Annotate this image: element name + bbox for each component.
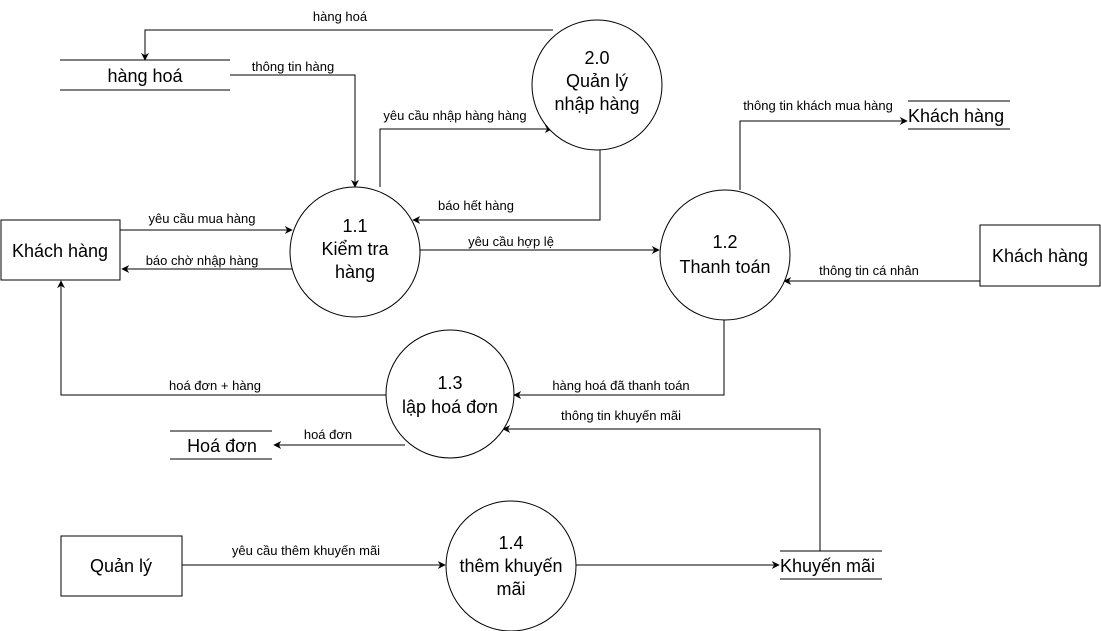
flow-goods-info (230, 74, 359, 188)
flow-label-personal-info: thông tin cá nhân (819, 263, 919, 278)
flow-label-purchase-request: yêu cầu mua hàng (149, 211, 256, 226)
process-1-1-number: 1.1 (342, 216, 367, 236)
flow-label-out-of-stock: báo hết hàng (438, 198, 514, 213)
entity-customer-right: Khách hàng (979, 224, 1101, 287)
flow-buyer-info (739, 117, 908, 190)
process-1-3: 1.3 lập hoá đơn (385, 329, 515, 459)
flow-label-goods-info: thông tin hàng (252, 59, 334, 74)
process-1-1: 1.1 Kiểm tra hàng (289, 186, 421, 318)
store-goods-label: hàng hoá (107, 66, 183, 86)
process-1-1-name-line1: Kiểm tra (321, 239, 389, 259)
flow-paid-goods (513, 318, 725, 399)
store-customer: Khách hàng (908, 100, 1010, 130)
flow-label-buyer-info: thông tin khách mua hàng (743, 98, 893, 113)
process-2-0-name-line1: Quản lý (566, 71, 628, 91)
process-2-0: 2.0 Quản lý nhập hàng (531, 19, 663, 151)
flow-label-invoice-goods: hoá đơn + hàng (169, 378, 261, 393)
flow-label-add-promotion-request: yêu cầu thêm khuyến mãi (232, 543, 380, 558)
process-1-4-name-line2: mãi (496, 579, 525, 599)
process-2-0-name-line2: nhập hàng (554, 94, 639, 114)
flow-label-invoice: hoá đơn (304, 427, 352, 442)
process-1-4: 1.4 thêm khuyến mãi (445, 500, 577, 631)
process-1-2-number: 1.2 (712, 232, 737, 252)
entity-manager-label: Quản lý (90, 556, 152, 576)
flow-label-promotion-info: thông tin khuyến mãi (561, 408, 681, 423)
process-2-0-number: 2.0 (584, 48, 609, 68)
process-1-2-name-line1: Thanh toán (679, 257, 770, 277)
flow-goods-from-p20 (141, 29, 553, 61)
flow-import-request (379, 125, 553, 187)
entity-manager: Quản lý (60, 535, 183, 597)
store-customer-label: Khách hàng (908, 106, 1004, 126)
flow-promotion-info (502, 425, 821, 551)
store-promotion-label: Khuyến mãi (780, 556, 875, 576)
entity-customer-left: Khách hàng (0, 219, 121, 281)
flow-invoice-goods (57, 280, 387, 396)
flow-label-import-request: yêu cầu nhập hàng hàng (383, 108, 526, 123)
flow-out-of-stock (412, 150, 601, 224)
flow-label-goods-from-p20: hàng hoá (313, 9, 368, 24)
entity-customer-right-label: Khách hàng (992, 246, 1088, 266)
process-1-1-name-line2: hàng (335, 262, 375, 282)
entity-customer-left-label: Khách hàng (12, 241, 108, 261)
flow-label-wait-for-import: báo chờ nhập hàng (146, 253, 259, 268)
store-invoice-label: Hoá đơn (187, 436, 257, 456)
flow-label-paid-goods: hàng hoá đã thanh toán (552, 378, 689, 393)
process-1-3-name-line1: lập hoá đơn (402, 397, 498, 417)
process-1-2: 1.2 Thanh toán (659, 189, 791, 321)
process-1-4-number: 1.4 (498, 533, 523, 553)
process-1-4-name-line1: thêm khuyến (459, 556, 562, 576)
flow-label-valid-request: yêu cầu hợp lệ (468, 234, 554, 249)
store-invoice: Hoá đơn (170, 430, 272, 460)
store-goods: hàng hoá (60, 59, 230, 91)
store-promotion: Khuyến mãi (780, 550, 882, 580)
process-1-3-number: 1.3 (437, 373, 462, 393)
